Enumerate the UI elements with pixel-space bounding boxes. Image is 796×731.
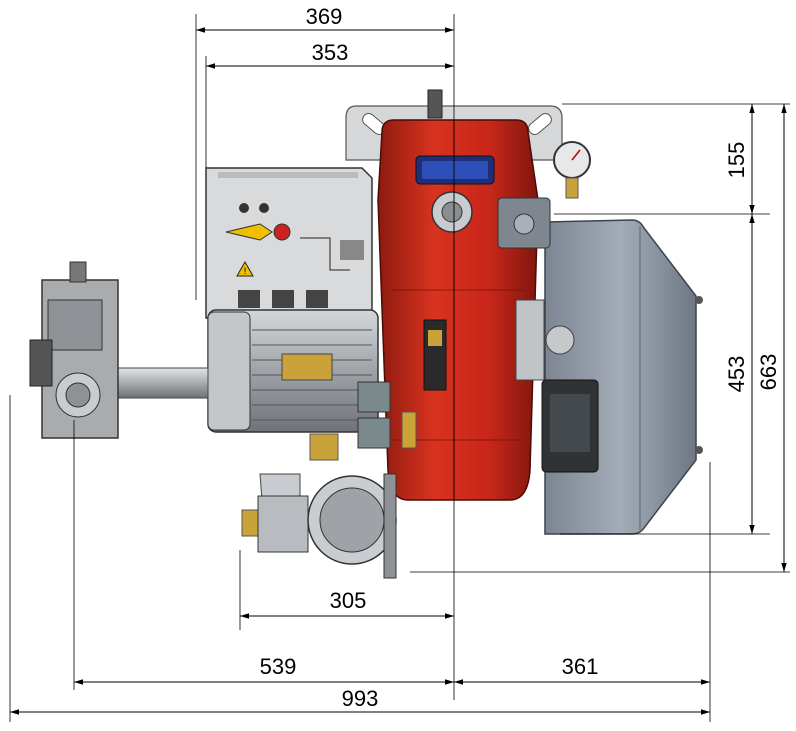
dimension-labels: 369 353 155 453 663 305 539 361 993 — [260, 4, 781, 711]
pressure-switch — [497, 197, 551, 249]
dim-993-label: 993 — [342, 686, 379, 711]
dim-305-label: 305 — [330, 588, 367, 613]
control-box — [541, 379, 599, 473]
oil-pump — [241, 473, 397, 579]
actuator — [515, 299, 575, 381]
valve-block — [309, 381, 417, 461]
pressure-gauge — [553, 141, 591, 199]
dim-663-label: 663 — [756, 354, 781, 391]
dim-369-label: 369 — [306, 4, 343, 29]
gas-pipe — [107, 367, 209, 399]
dimension-lines — [9, 14, 790, 722]
svg-text:!: ! — [243, 267, 247, 277]
dim-361-label: 361 — [562, 654, 599, 679]
fan-housing — [544, 219, 703, 535]
electrical-panel: ! — [205, 167, 373, 319]
warning-icon: ! — [236, 260, 254, 277]
dim-453-label: 453 — [724, 356, 749, 393]
dim-353-label: 353 — [312, 40, 349, 65]
dim-539-label: 539 — [260, 654, 297, 679]
gas-valve — [29, 261, 119, 439]
burner-machine: ! — [29, 89, 703, 579]
motor — [207, 309, 379, 433]
dim-155-label: 155 — [724, 142, 749, 179]
